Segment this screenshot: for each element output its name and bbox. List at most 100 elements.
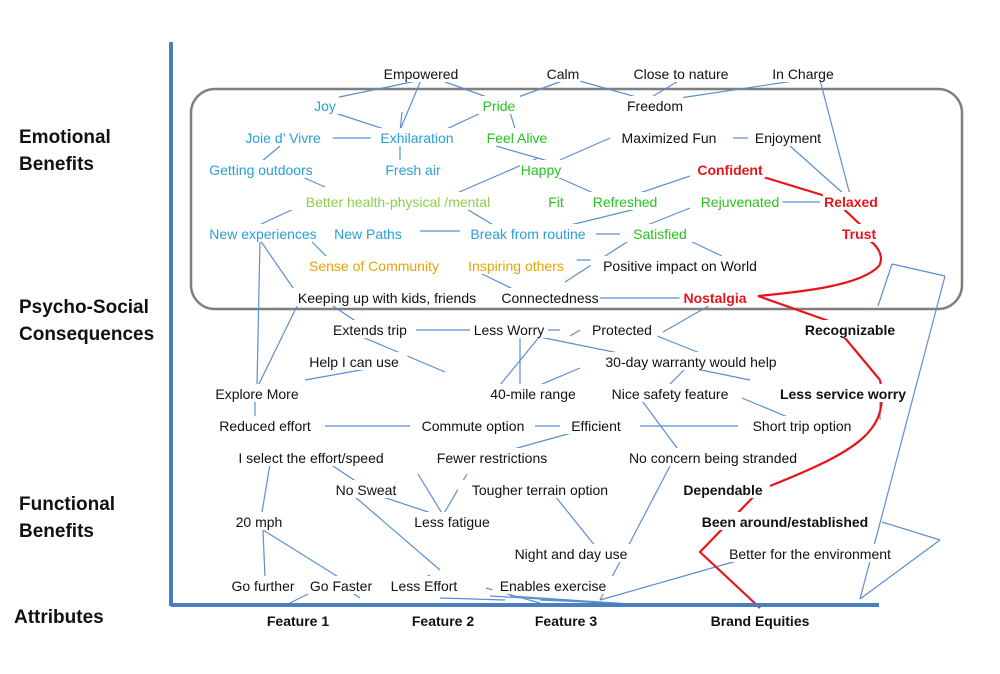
node-pride: Pride [483,98,516,114]
connector-line [559,137,611,161]
node-label-background [803,320,897,338]
node-keeping-up: Keeping up with kids, friends [298,290,476,306]
node-label-background [385,64,457,82]
node-go-faster: Go Faster [310,578,373,594]
connector-line [329,303,358,323]
node-label-background [419,416,527,434]
node-enjoyment: Enjoyment [755,130,821,146]
node-label-background [620,448,806,466]
node-label-background [679,288,751,306]
node-recognizable: Recognizable [805,322,895,338]
connector-line [539,367,581,386]
node-getting-outdoors: Getting outdoors [209,162,313,178]
connector-line [639,397,681,453]
node-relaxed: Relaxed [824,194,878,210]
node-joy: Joy [314,98,336,114]
node-label-background [694,160,766,178]
connector-line [569,329,581,337]
connector-line [260,145,281,163]
node-less-effort: Less Effort [391,578,458,594]
node-go-further: Go further [231,578,294,594]
connector-line [554,495,601,553]
node-feel-alive: Feel Alive [487,130,548,146]
connector-line [859,539,941,600]
node-joie: Joie d’ Vivre [245,130,321,146]
node-label-background [211,416,319,434]
connector-line [877,263,893,307]
connector-line [324,79,422,101]
connector-line [499,335,541,386]
node-label-background [300,352,408,370]
brand-path-segment [759,174,833,200]
connector-line [477,271,516,291]
node-label-background [500,288,600,306]
node-break-routine: Break from routine [470,226,585,242]
node-happy: Happy [521,162,561,178]
feature-1-label: Feature 1 [266,613,330,629]
node-label-background [279,288,495,306]
node-label-background [589,192,661,210]
connector-line [741,397,791,419]
node-pos-impact: Positive impact on World [603,258,757,274]
node-label-background [381,576,467,594]
node-no-sweat: No Sweat [336,482,397,498]
node-label-background [202,224,324,242]
node-tougher: Tougher terrain option [472,482,608,498]
node-label-background [619,128,719,146]
connector-line [439,597,506,601]
node-fewer-restr: Fewer restrictions [437,450,547,466]
brand-path-segment [865,237,883,267]
brand-path-segment [757,265,880,298]
node-fit: Fit [548,194,564,210]
node-label-background [594,352,788,370]
node-label-background [218,448,404,466]
node-mile-range: 40-mile range [490,386,576,402]
node-sense-comm: Sense of Community [309,258,439,274]
node-satisfied: Satisfied [633,226,687,242]
node-close-nature: Close to nature [634,66,729,82]
node-label-background [210,384,304,402]
connector-line [891,263,946,277]
connector-line [881,521,941,541]
node-trust: Trust [842,226,877,242]
node-been-around: Been around/established [702,514,868,530]
connector-line [261,463,271,513]
node-label-background [478,96,520,114]
node-inspiring: Inspiring others [468,258,564,274]
node-label-background [460,224,596,242]
node-confident: Confident [697,162,763,178]
node-label-background [483,384,583,402]
node-label-background [699,512,871,530]
node-label-background [405,512,499,530]
node-label-background [492,576,614,594]
brand-equities-label: Brand Equities [710,613,810,629]
node-better-env: Better for the environment [729,546,891,562]
node-label-background [713,544,907,562]
node-less-fatigue: Less fatigue [414,514,490,530]
node-label-background [233,128,333,146]
node-enables-ex: Enables exercise [500,578,607,594]
node-rejuvenated: Rejuvenated [701,194,780,210]
node-short-trip: Short trip option [753,418,852,434]
node-max-fun: Maximized Fun [622,130,717,146]
node-label-background [323,320,417,338]
row-label-functional: Functional Benefits [19,494,116,542]
node-protected: Protected [592,322,652,338]
node-new-paths: New Paths [334,226,402,242]
connector-line [464,207,496,227]
node-connectedness: Connectedness [501,290,598,306]
connector-line [662,303,713,333]
emotional-boundary-box [189,87,964,311]
node-refreshed: Refreshed [593,194,658,210]
node-label-background [424,448,560,466]
connector-line [649,79,681,99]
node-label-background [305,576,377,594]
node-nostalgia: Nostalgia [683,290,746,306]
node-help-use: Help I can use [309,354,399,370]
node-reduced-effort: Reduced effort [219,418,311,434]
node-label-background [775,384,911,402]
connector-line [417,473,444,516]
connector-line [687,239,723,257]
node-label-background [545,64,581,82]
